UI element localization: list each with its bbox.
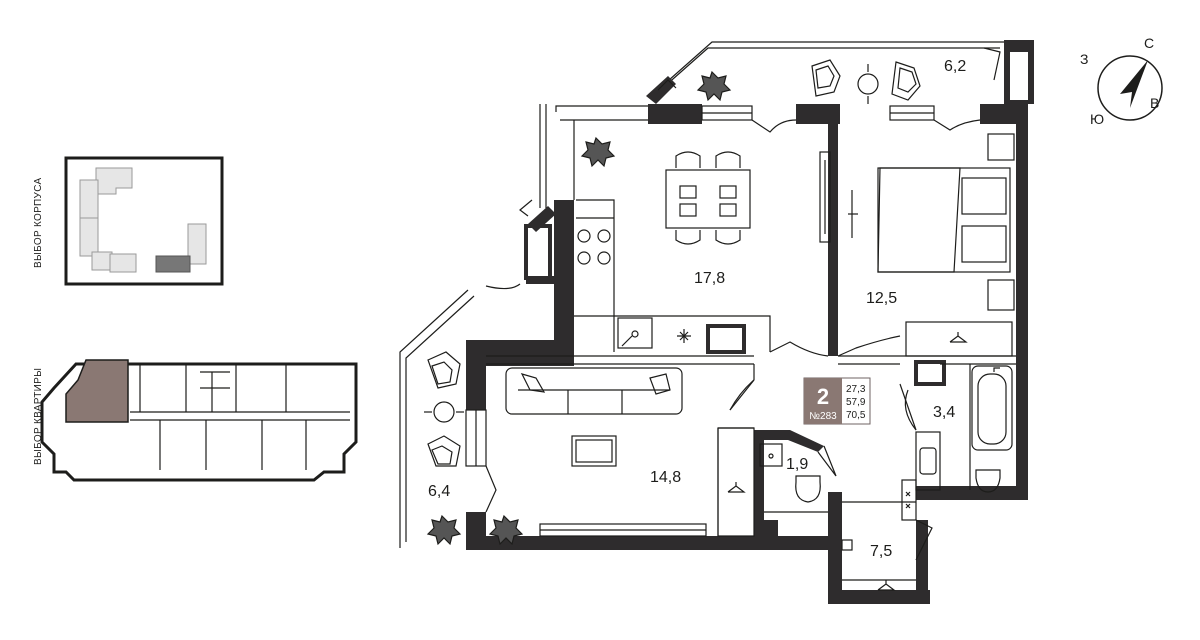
room-area-balcony-top: 6,2 [944, 58, 966, 75]
bedroom-furniture [848, 167, 1013, 357]
sofa-icon [505, 367, 683, 415]
building-block-b[interactable] [187, 223, 207, 265]
room-area-kitchen: 17,8 [694, 270, 725, 287]
kitchen-furniture [577, 151, 831, 349]
compass-east: В [1150, 95, 1159, 111]
apartment-area-total: 57,9 [846, 397, 866, 408]
room-labels: 6,2 17,8 12,5 3,4 1,9 14,8 7,5 6,4 [428, 58, 966, 560]
apartment-selected[interactable] [65, 359, 129, 423]
compass-arrow-icon [1120, 60, 1148, 108]
balcony-glazing [399, 41, 1004, 548]
building-selector[interactable] [64, 156, 224, 286]
apartment-selector[interactable] [40, 359, 358, 482]
fridge-icon [677, 329, 691, 343]
plant-icon-3 [488, 514, 524, 546]
apartment-rooms-count: 2 [817, 384, 829, 409]
toilet-icon [795, 475, 821, 503]
apartment-area-living: 27,3 [846, 384, 866, 395]
room-area-balcony-left: 6,4 [428, 483, 450, 500]
apartment-area-full: 70,5 [846, 410, 866, 421]
balcony-top-furniture [696, 59, 921, 104]
apartment-badge: 2 №283 27,3 57,9 70,5 [803, 377, 871, 425]
room-area-bedroom: 12,5 [866, 290, 897, 307]
bed-icon [877, 167, 1011, 273]
compass-west: З [1080, 51, 1088, 67]
sink-icon [631, 330, 639, 338]
compass-south: Ю [1090, 111, 1104, 127]
compass: С З Ю В [1080, 35, 1163, 127]
toilet-sink-icon [759, 443, 783, 467]
room-area-hall: 7,5 [870, 543, 892, 560]
bathtub-icon [971, 365, 1013, 451]
windows [465, 105, 1015, 467]
balcony-left-furniture [424, 136, 616, 546]
apartment-number: №283 [809, 411, 837, 422]
room-area-living: 14,8 [650, 469, 681, 486]
plant-icon-2 [426, 514, 462, 546]
bath-furniture [759, 365, 1013, 591]
living-furniture [505, 367, 755, 537]
plant-icon [696, 70, 732, 102]
room-area-toilet: 1,9 [786, 456, 808, 473]
doors [485, 47, 1001, 561]
stove-burner-icon [577, 229, 591, 243]
building-block-selected[interactable] [155, 255, 191, 273]
coffee-table-icon [571, 435, 617, 467]
hanger-icon [949, 332, 968, 343]
walls [466, 40, 1034, 604]
room-area-bathroom: 3,4 [933, 404, 955, 421]
compass-north: С [1144, 35, 1154, 51]
building-block-a[interactable] [79, 167, 137, 273]
plant-icon-4 [580, 136, 616, 168]
